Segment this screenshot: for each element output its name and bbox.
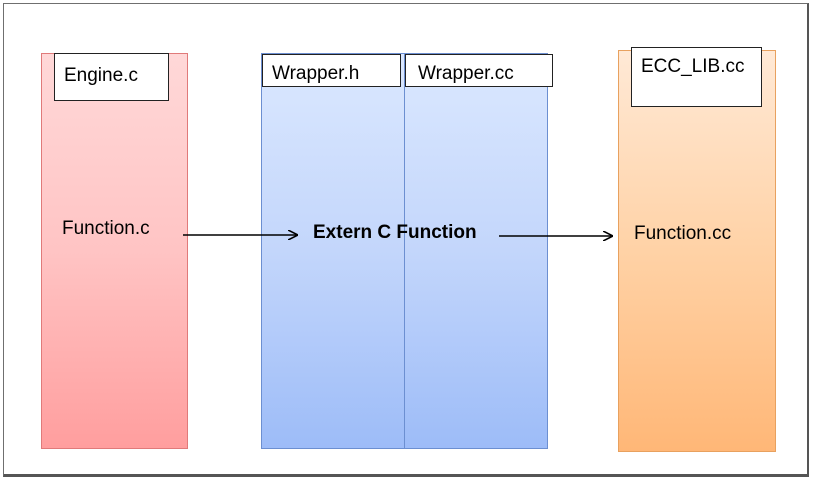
ecc-function-label: Function.cc <box>634 223 732 244</box>
engine-title: Engine.c <box>54 53 169 101</box>
engine-function-label: Function.c <box>62 218 150 239</box>
wrapper-h-title: Wrapper.h <box>262 54 401 87</box>
wrapper-cc-column <box>404 53 548 449</box>
wrapper-h-column <box>261 53 405 449</box>
extern-c-function-label: Extern C Function <box>313 222 477 243</box>
ecc-lib-title: ECC_LIB.cc <box>631 47 762 107</box>
engine-column <box>41 53 188 449</box>
ecc-lib-column <box>618 50 776 452</box>
wrapper-cc-title: Wrapper.cc <box>405 54 553 87</box>
